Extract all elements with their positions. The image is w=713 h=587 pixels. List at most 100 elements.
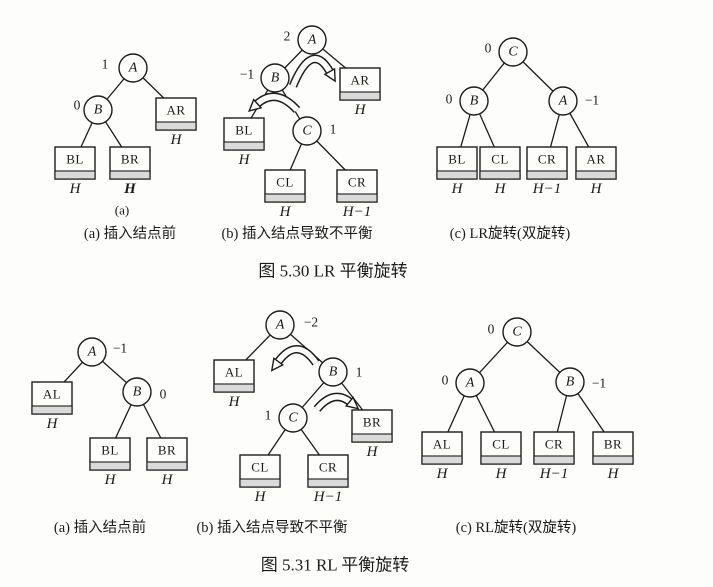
height-label: H [494,181,507,197]
balance-factor: 0 [446,92,453,107]
panel-caption: (b) 插入结点导致不平衡 [196,519,347,536]
subtree-box-BL: BL [89,437,131,471]
fig531-panel-b: AL BR CL CR [196,310,393,536]
node-label: C [512,325,522,340]
node-circle-A [77,337,107,367]
subtree-box-BL: BL [223,117,265,151]
rotation-arrow [289,54,330,88]
node-circle-B [555,367,585,397]
height-label: H [366,444,379,460]
height-label: H [161,472,174,488]
subtree-box-CR: CR [533,431,575,465]
height-label: H [451,181,464,197]
node-circle-A [118,53,148,83]
subtree-box-CL: CL [479,146,521,180]
panel-caption: (a) 插入结点前 [84,225,176,242]
height-label: H [238,152,251,168]
node-label: B [329,365,338,380]
node-circle-B [83,95,113,125]
panel-caption: (c) LR旋转(双旋转) [450,225,571,242]
node-label: A [275,318,285,333]
node-circle-A [455,368,485,398]
balance-factor: −1 [592,376,606,391]
node-circle-B [122,377,152,407]
balance-factor: −1 [585,93,599,108]
node-label: C [288,411,298,426]
height-label: H [607,466,620,482]
balance-factor: 0 [74,98,81,113]
height-label: H [104,472,117,488]
node-label: B [133,385,142,400]
height-label: H [495,466,508,482]
height-label: H [254,489,267,505]
subtree-label: BL [448,152,466,167]
node-circle-A [297,25,327,55]
subtree-label: CL [492,437,510,452]
subtree-box-CL: CL [480,431,522,465]
subtree-box-AR: AR [339,67,381,101]
balance-factor: −1 [113,341,127,356]
node-label: B [94,103,103,118]
fig530-panel-b: AR BL CL CR [221,25,381,242]
subtree-label: BR [121,152,139,167]
subtree-label: CL [491,152,509,167]
node-circle-C [292,116,322,146]
balance-factor: 0 [442,373,449,388]
node-label: C [302,124,312,139]
subtree-label: CL [251,460,269,475]
subtree-label: BR [604,437,622,452]
subtree-box-CL: CL [239,454,281,488]
subtree-label: CR [348,175,366,190]
height-label: H−1 [539,466,568,482]
subtree-box-CL: CL [264,169,306,203]
fig-5-30: AR BL BR A B 1 0 H H H (a) (a) 插入结点前 [54,25,617,281]
height-label: H [590,181,603,197]
subtree-label: BL [235,123,253,138]
height-label: H [69,181,82,197]
subtree-label: AR [586,152,605,167]
subtree-box-CR: CR [336,169,378,203]
fig-5-31: AL BL BR A B −1 0 H H H (a) 插入结点前 [31,310,634,575]
subtree-box-AL: AL [31,381,73,415]
node-label: A [307,33,317,48]
height-label: H [123,181,137,197]
fig530-panel-c: BL CL CR AR C B A 0 0 −1 H H [436,37,617,242]
balance-factor: 1 [356,365,363,380]
subtree-label: BR [158,443,176,458]
subtree-label: CR [545,437,563,452]
subtree-box-BL: BL [436,146,478,180]
subtree-box-BR: BR [146,437,188,471]
height-label: H [46,416,59,432]
subtree-label: AL [433,437,451,452]
figure-title-531: 图 5.31 RL 平衡旋转 [261,556,410,575]
balance-factor: 1 [102,57,109,72]
subtree-box-AL: AL [213,359,255,393]
subtree-label: BL [101,443,119,458]
node-label: B [470,94,479,109]
node-circle-B [260,63,290,93]
balance-factor: −2 [304,315,318,330]
subtree-box-CR: CR [526,146,568,180]
subtree-label: CR [538,152,556,167]
node-circle-A [548,86,578,116]
panel-caption: (b) 插入结点导致不平衡 [221,225,372,242]
fig530-panel-a: AR BL BR A B 1 0 H H H (a) (a) 插入结点前 [54,53,197,242]
panel-caption: (a) 插入结点前 [54,519,146,536]
node-circle-C [278,403,308,433]
rotation-arrow [257,92,301,114]
rotation-arrow [313,392,350,412]
subtree-box-AR: AR [155,97,197,131]
node-label: C [508,45,518,60]
balance-factor: −1 [240,67,254,82]
subtree-label: AL [225,365,243,380]
height-label: H [279,204,292,220]
subtree-label: AL [43,387,61,402]
node-label: B [271,71,280,86]
figure-title-530: 图 5.30 LR 平衡旋转 [258,262,407,281]
height-label: H [170,132,183,148]
subtree-box-AL: AL [421,431,463,465]
node-circle-A [265,310,295,340]
panel-caption: (c) RL旋转(双旋转) [456,519,577,536]
node-label: A [558,94,568,109]
